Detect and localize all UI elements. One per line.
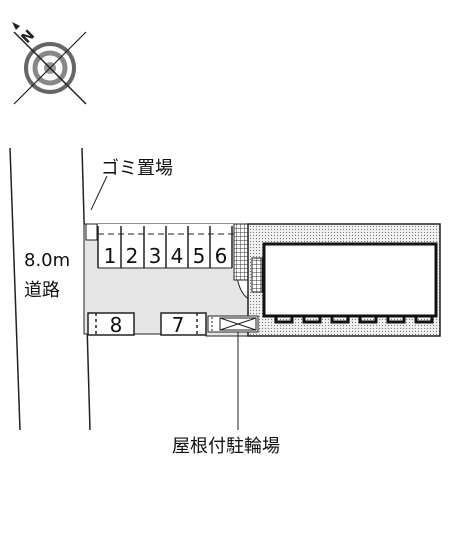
garbage-label: ゴミ置場 bbox=[101, 158, 173, 179]
space-number: 5 bbox=[192, 244, 206, 268]
garbage-area bbox=[85, 223, 98, 241]
building-body bbox=[262, 242, 438, 318]
space-number: 3 bbox=[148, 244, 162, 268]
space-7-box bbox=[160, 312, 207, 336]
compass-axis-cross bbox=[13, 31, 87, 105]
space-number: 4 bbox=[170, 244, 184, 268]
entrance bbox=[251, 257, 263, 293]
space-number: 8 bbox=[109, 313, 123, 337]
space-number: 1 bbox=[103, 244, 117, 268]
compass: N bbox=[12, 22, 87, 105]
stairs bbox=[233, 223, 249, 281]
bike-parking-roof bbox=[219, 317, 257, 331]
building bbox=[247, 223, 441, 337]
parking-row-top bbox=[97, 224, 236, 269]
compass-inner-ring bbox=[32, 50, 68, 86]
north-letter: N bbox=[19, 27, 39, 47]
space-number: 2 bbox=[125, 244, 139, 268]
bike-parking-label: 屋根付駐輪場 bbox=[172, 436, 280, 457]
road-edge-left bbox=[9, 147, 21, 431]
space-number: 6 bbox=[214, 244, 228, 268]
space-8-box bbox=[87, 312, 135, 336]
road-label: 道路 bbox=[24, 280, 60, 301]
compass-ring bbox=[24, 42, 76, 94]
garbage-leader-line bbox=[90, 175, 108, 211]
north-arrow-icon bbox=[12, 22, 20, 30]
roof-cross-line bbox=[219, 317, 257, 331]
space-number: 7 bbox=[171, 313, 185, 337]
road-width-label: 8.0m bbox=[24, 250, 71, 271]
balconies bbox=[266, 314, 434, 324]
